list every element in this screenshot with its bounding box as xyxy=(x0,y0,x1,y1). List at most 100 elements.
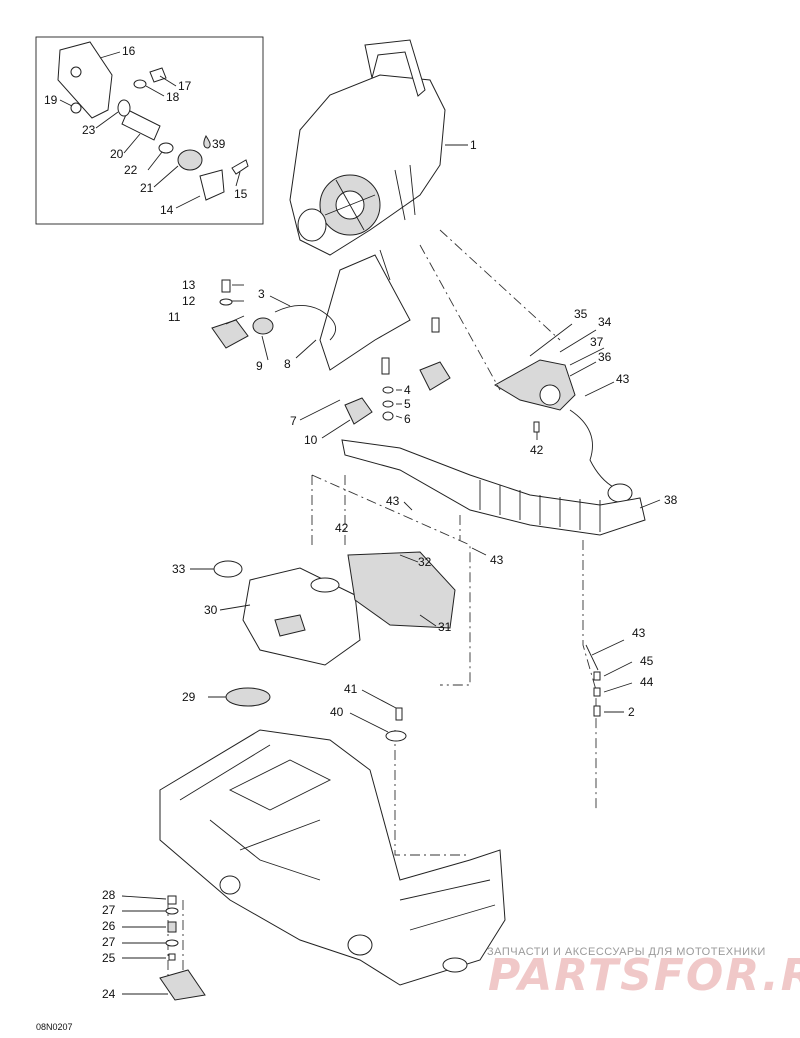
grommet-33 xyxy=(213,560,243,578)
inset-detail xyxy=(35,36,264,225)
bolt-41 xyxy=(395,707,403,721)
leader xyxy=(121,895,167,900)
watermark: ЗАПЧАСТИ И АКСЕССУАРЫ ДЛЯ МОТОТЕХНИКИ PA… xyxy=(487,946,800,1001)
grommet-29 xyxy=(225,687,271,707)
callout-36: 36 xyxy=(598,350,612,364)
mount-10 xyxy=(344,397,373,425)
callout-9: 9 xyxy=(256,359,263,373)
bracket-16 xyxy=(57,41,113,119)
washer-27a xyxy=(165,907,179,915)
leader xyxy=(99,51,121,59)
callout-41: 41 xyxy=(344,682,358,696)
mount-hardware-center xyxy=(299,317,451,439)
callout-43-center: 43 xyxy=(386,494,400,508)
callout-39: 39 xyxy=(212,137,226,151)
callout-4: 4 xyxy=(404,383,411,397)
leader xyxy=(261,335,269,361)
leader xyxy=(569,361,597,377)
damper-26 xyxy=(167,921,177,933)
callout-43-top: 43 xyxy=(616,372,630,386)
leader xyxy=(399,554,419,563)
callout-34: 34 xyxy=(598,315,612,329)
leader xyxy=(529,323,573,357)
callout-19: 19 xyxy=(44,93,58,107)
bolt-right xyxy=(431,317,440,333)
callout-5: 5 xyxy=(404,397,411,411)
callout-17: 17 xyxy=(178,79,192,93)
callout-labels: 16 17 18 19 23 20 39 22 21 15 14 1 13 12… xyxy=(44,44,678,1001)
manifold-flange xyxy=(539,384,561,406)
watermark-brand-logo: PARTSFOR.RU xyxy=(488,950,800,1001)
callout-29: 29 xyxy=(182,690,196,704)
callout-22: 22 xyxy=(124,163,138,177)
pipe-ring xyxy=(607,483,633,503)
bolt-center xyxy=(381,357,390,375)
callout-27-upper: 27 xyxy=(102,903,116,917)
callout-31: 31 xyxy=(438,620,452,634)
frame-chassis xyxy=(159,729,506,986)
bolt-28 xyxy=(167,895,177,905)
callout-8: 8 xyxy=(284,357,291,371)
engine-handle xyxy=(364,39,426,97)
callout-21: 21 xyxy=(140,181,154,195)
fan-spoke xyxy=(324,194,376,216)
damper-21 xyxy=(177,149,203,171)
leader xyxy=(123,133,141,154)
callout-1: 1 xyxy=(470,138,477,152)
manifold-34 xyxy=(494,359,576,411)
leader xyxy=(569,347,605,366)
guide xyxy=(419,229,561,391)
leader xyxy=(361,689,397,709)
callout-20: 20 xyxy=(110,147,124,161)
callout-40: 40 xyxy=(330,705,344,719)
callout-2: 2 xyxy=(628,705,635,719)
bracket-24 xyxy=(159,969,206,1001)
leader xyxy=(584,381,615,397)
leader xyxy=(603,661,633,677)
leader xyxy=(603,682,633,693)
chassis-hole xyxy=(442,957,468,973)
heat-shield-31 xyxy=(347,551,456,629)
leader xyxy=(269,295,291,307)
washer-44 xyxy=(593,687,601,697)
callout-38: 38 xyxy=(664,493,678,507)
muffler-inlet xyxy=(310,577,340,593)
leader xyxy=(147,151,163,171)
leader xyxy=(225,315,245,325)
callout-13: 13 xyxy=(182,278,196,292)
nut-2 xyxy=(593,705,601,717)
leader xyxy=(295,339,317,359)
guide xyxy=(582,540,597,810)
spring-43 xyxy=(585,644,599,671)
nut-23 xyxy=(117,99,131,117)
chassis-hole xyxy=(347,934,373,956)
watermark-caption: ЗАПЧАСТИ И АКСЕССУАРЫ ДЛЯ МОТОТЕХНИКИ xyxy=(487,946,766,958)
chassis-detail xyxy=(399,879,496,931)
leader xyxy=(639,499,661,509)
leader xyxy=(419,614,437,627)
spacer-20 xyxy=(121,109,161,141)
callout-32: 32 xyxy=(418,555,432,569)
chassis-hole xyxy=(219,875,241,895)
callout-30: 30 xyxy=(204,603,218,617)
callout-43-lower: 43 xyxy=(632,626,646,640)
callout-33: 33 xyxy=(172,562,186,576)
sealant-drop-39-icon xyxy=(203,135,211,149)
leader xyxy=(349,712,389,733)
leader xyxy=(591,639,625,656)
nut-6 xyxy=(382,411,394,421)
plate-40 xyxy=(385,730,407,742)
leader xyxy=(559,329,597,353)
clip-14 xyxy=(199,169,225,201)
leader xyxy=(159,75,177,87)
bracket-hole xyxy=(70,66,82,78)
callout-15: 15 xyxy=(234,187,248,201)
leader xyxy=(235,171,241,187)
callout-26: 26 xyxy=(102,919,116,933)
leader xyxy=(153,165,179,188)
callout-10: 10 xyxy=(304,433,318,447)
tuned-pipe-body xyxy=(341,439,646,536)
bolt-15 xyxy=(231,159,249,175)
callout-42-left: 42 xyxy=(335,521,349,535)
